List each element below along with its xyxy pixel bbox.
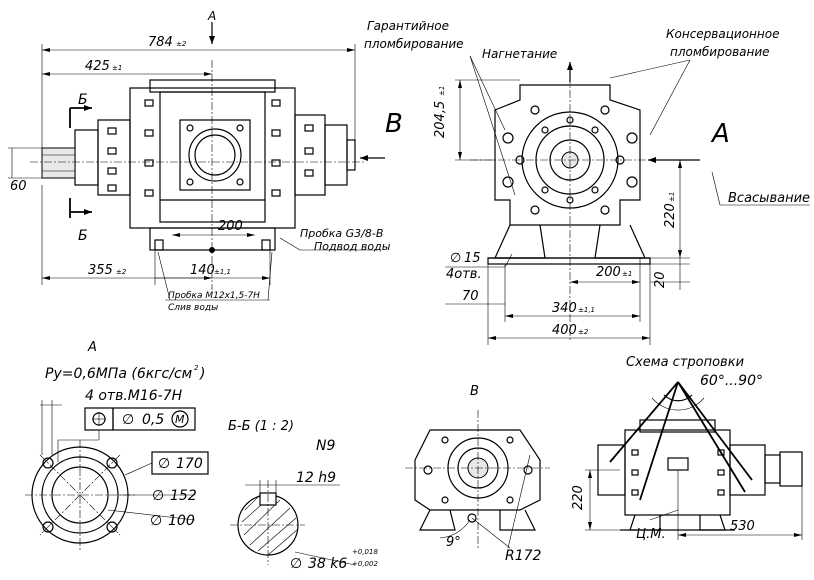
radius-172: R172 — [505, 548, 542, 564]
sling-dim-530: 530 — [730, 519, 755, 534]
dim-355: 355 — [88, 263, 113, 278]
pressure-close: ) — [199, 366, 205, 382]
dim-784: 784 — [148, 35, 173, 50]
dim-425: 425 — [85, 59, 110, 74]
tol-value: 0,5 — [142, 412, 164, 428]
section-title: Б-Б (1 : 2) — [228, 419, 294, 434]
guarantee-seal-1: Гарантийное — [367, 19, 449, 33]
dim-dia-15: 15 — [464, 251, 481, 266]
view-a-title: А — [87, 340, 97, 355]
view-b-right-label: В — [385, 109, 403, 139]
slinging-scheme — [585, 381, 803, 540]
dim-20: 20 — [653, 271, 668, 288]
dia-170-symbol: ∅ — [158, 456, 170, 472]
dim-140: 140 — [190, 263, 215, 278]
side-view — [445, 55, 810, 345]
key-h9: 12 h9 — [296, 470, 336, 486]
dim-200-side-tol: ±1 — [622, 270, 632, 278]
dim-70: 70 — [462, 289, 479, 304]
guarantee-seal-2: пломбирование — [364, 37, 464, 51]
dim-dia-100: 100 — [168, 513, 195, 529]
dia-152-symbol: ∅ — [152, 488, 164, 504]
cm-label: Ц.М. — [636, 527, 666, 542]
conservation-seal-1: Консервационное — [666, 27, 779, 41]
tol-plus-1: +0,018 — [352, 548, 378, 556]
pressure-sup: 2 — [194, 364, 199, 372]
dim-dia-152: 152 — [170, 488, 197, 504]
dim-784-tol: ±2 — [176, 40, 187, 48]
pressure-label: Ру=0,6МПа (6кгс/см — [45, 366, 193, 382]
dia-38-symbol: ∅ — [290, 556, 302, 572]
section-top-label: Б — [78, 92, 88, 108]
discharge-label: Нагнетание — [482, 47, 557, 61]
dia-100-symbol: ∅ — [150, 513, 162, 529]
view-b-bottom-label: В — [470, 384, 479, 399]
conservation-seal-2: пломбирование — [670, 45, 770, 59]
section-bb — [230, 480, 356, 566]
drain-label-1: Пробка М12х1,5-7Н — [168, 291, 260, 301]
dim-340-tol: ±1,1 — [578, 306, 595, 314]
holes-count: 4отв. — [446, 267, 482, 282]
suction-label: Всасывание — [728, 191, 810, 206]
angle-range: 60°...90° — [700, 373, 763, 389]
dim-220-side: 220 — [663, 203, 678, 228]
sling-dim-220: 220 — [571, 485, 586, 510]
dim-204-5: 204,5 — [433, 101, 448, 138]
dim-220-side-tol: ±1 — [668, 192, 676, 202]
tol-modifier: М — [175, 413, 185, 426]
view-a-right-label: А — [710, 119, 730, 149]
section-bottom-label: Б — [78, 228, 88, 244]
dim-340: 340 — [552, 301, 577, 316]
dia-15-symbol: ∅ — [450, 251, 461, 266]
dim-400-tol: ±2 — [578, 328, 589, 336]
plug-label-1: Пробка G3/8-В — [300, 227, 383, 240]
dim-425-tol: ±1 — [112, 64, 122, 72]
tol-dia-symbol: ∅ — [122, 412, 134, 428]
drain-label-2: Слив воды — [168, 303, 218, 313]
key-n9: N9 — [316, 438, 335, 454]
dim-200-side: 200 — [596, 265, 621, 280]
dim-200-front: 200 — [218, 219, 243, 234]
dim-400: 400 — [552, 323, 577, 338]
dim-dia-38: 38 k6 — [308, 556, 347, 572]
slinging-title: Схема строповки — [626, 355, 744, 370]
dim-140-tol: ±1,1 — [214, 268, 231, 276]
front-view — [8, 22, 385, 301]
view-b — [405, 410, 550, 549]
dim-dia-170: 170 — [176, 456, 203, 472]
dim-204-5-tol: ±1 — [438, 86, 446, 96]
view-a-top-label: А — [207, 9, 216, 23]
holes-spec: 4 отв.М16-7Н — [85, 388, 183, 404]
view-a-flange — [25, 400, 209, 550]
plug-label-2: Подвод воды — [314, 240, 391, 253]
angle-9: 9° — [446, 535, 461, 550]
dim-60: 60 — [10, 179, 27, 194]
tol-plus-2: +0,002 — [352, 560, 378, 568]
dim-355-tol: ±2 — [116, 268, 127, 276]
